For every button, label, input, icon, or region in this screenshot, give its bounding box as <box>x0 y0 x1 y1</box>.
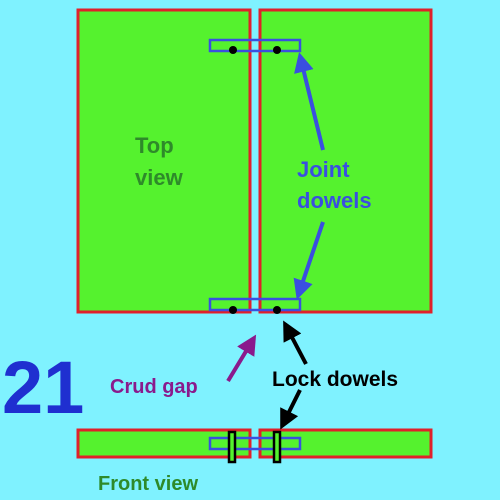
front-view-left-board <box>76 428 252 459</box>
front-view-label: Front view <box>98 473 198 495</box>
upper-joint-dowel <box>208 38 302 53</box>
top-view-left-board <box>76 8 252 314</box>
lower-joint-dowel <box>208 297 302 312</box>
front-view-right-board <box>258 428 433 459</box>
front-view-joint-dowel <box>208 436 302 451</box>
upper-right-lock-dowel-dot <box>273 46 281 54</box>
joint-dowels-label-line1: Joint <box>297 157 350 182</box>
top-view-right-board <box>258 8 433 314</box>
figure-number: 21 <box>2 346 84 429</box>
top-view-label-line1: Top <box>135 133 174 158</box>
crud-gap-label: Crud gap <box>110 376 198 398</box>
top-view-label-line2: view <box>135 165 184 190</box>
joint-dowels-arrow-down <box>293 221 325 300</box>
joint-dowels-arrow-up <box>294 52 325 151</box>
front-view-right-lock-dowel <box>272 430 282 464</box>
lock-dowels-arrow-down <box>280 389 302 430</box>
joint-dowels-label-line2: dowels <box>297 188 372 213</box>
lower-left-lock-dowel-dot <box>229 306 237 314</box>
lock-dowels-label: Lock dowels <box>272 368 398 391</box>
front-view-left-lock-dowel <box>227 430 237 464</box>
lower-right-lock-dowel-dot <box>273 306 281 314</box>
crud-gap-arrow <box>226 334 257 383</box>
upper-left-lock-dowel-dot <box>229 46 237 54</box>
lock-dowels-arrow-up <box>283 320 308 365</box>
